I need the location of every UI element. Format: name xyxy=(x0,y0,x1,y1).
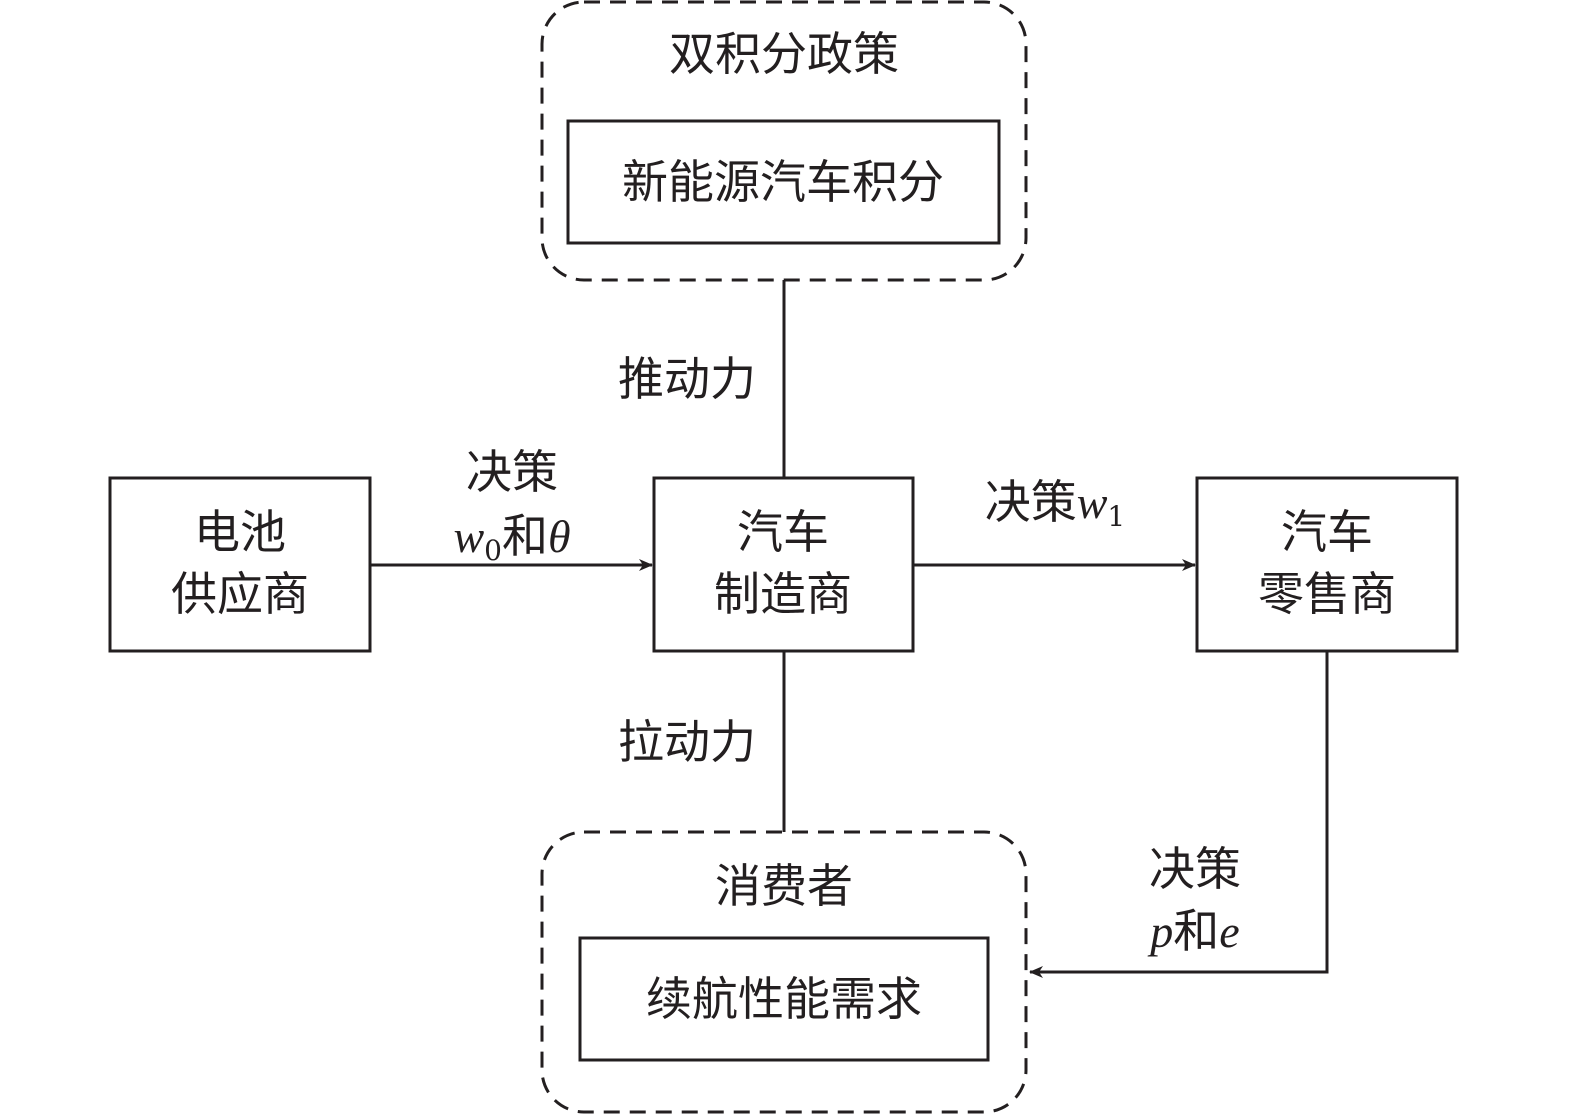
manufacturer-line1: 汽车 xyxy=(737,505,829,559)
retailer-box xyxy=(1195,476,1459,653)
consumer-group-title: 消费者 xyxy=(715,859,853,913)
manufacturer-line2: 制造商 xyxy=(714,567,852,621)
retailer-decision-line1: 决策 xyxy=(1149,842,1241,896)
policy-group: 双积分政策 新能源汽车积分 xyxy=(540,0,1028,282)
supplier-decision-var1: w xyxy=(453,511,484,562)
retailer-decision-var2: e xyxy=(1219,906,1239,957)
consumer-inner-box xyxy=(578,936,990,1062)
supplier-decision-line1: 决策 xyxy=(466,445,558,499)
policy-force-label: 推动力 xyxy=(618,352,756,406)
consumer-inner-label: 续航性能需求 xyxy=(646,972,922,1026)
manufacturer-decision-var-sub: 1 xyxy=(1107,500,1125,533)
retailer-node: 汽车 零售商 xyxy=(1195,476,1459,653)
retailer-line1: 汽车 xyxy=(1281,505,1373,559)
supplier-decision-var2: θ xyxy=(548,511,571,562)
retailer-line2: 零售商 xyxy=(1258,567,1396,621)
retailer-decision-conj: 和 xyxy=(1173,904,1219,958)
retailer-to-consumer-arrow xyxy=(1029,651,1329,978)
manufacturer-decision-var: w xyxy=(1077,477,1108,528)
battery-supplier-line1: 电池 xyxy=(194,505,286,559)
retailer-decision-var1: p xyxy=(1147,906,1173,957)
policy-inner-box xyxy=(566,119,1001,245)
manufacturer-node: 汽车 制造商 xyxy=(652,476,915,653)
manufacturer-decision-label: 决策w1 xyxy=(985,475,1126,533)
retailer-decision-line2: p和e xyxy=(1147,904,1239,958)
supplier-decision-var1-sub: 0 xyxy=(484,534,502,567)
consumer-force-label: 拉动力 xyxy=(618,715,756,769)
policy-group-title: 双积分政策 xyxy=(669,27,899,81)
supplier-decision-conj: 和 xyxy=(502,509,548,563)
battery-supplier-box xyxy=(108,476,372,653)
manufacturer-box xyxy=(652,476,915,653)
policy-inner-label: 新能源汽车积分 xyxy=(622,155,944,209)
supplier-decision-line2: w0和θ xyxy=(453,509,570,567)
consumer-group: 消费者 续航性能需求 xyxy=(540,830,1028,1114)
manufacturer-decision-prefix: 决策 xyxy=(985,475,1077,529)
battery-supplier-line2: 供应商 xyxy=(171,567,309,621)
battery-supplier-node: 电池 供应商 xyxy=(108,476,372,653)
